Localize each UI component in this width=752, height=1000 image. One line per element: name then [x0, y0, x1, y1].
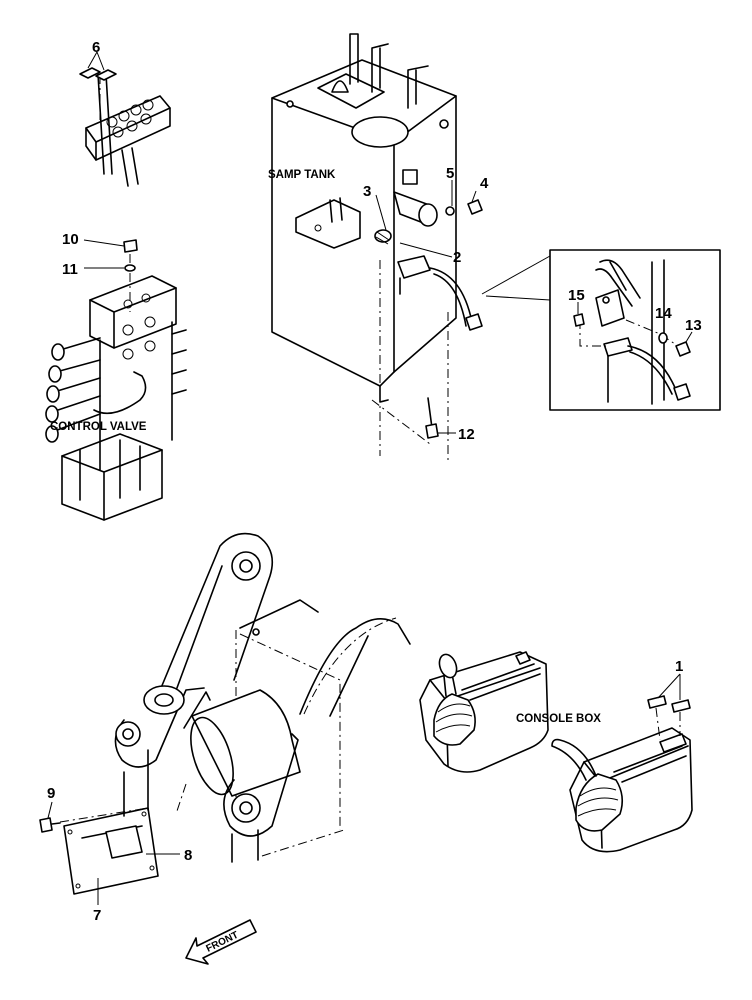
valve-cover-group	[79, 51, 171, 187]
console-box-right	[551, 695, 693, 853]
inset-detail-group	[481, 249, 721, 411]
callout-12: 12	[458, 426, 475, 443]
callout-6: 6	[92, 39, 100, 56]
samp-tank-group	[271, 33, 483, 460]
callout-8: 8	[184, 847, 192, 864]
callout-14: 14	[655, 305, 672, 322]
control-valve-label: CONTROL VALVE	[50, 421, 147, 433]
boom-assembly-group	[114, 532, 411, 863]
callout-3: 3	[363, 183, 371, 200]
samp-tank-label: SAMP TANK	[268, 169, 336, 181]
callout-1: 1	[675, 658, 683, 675]
callout-5: 5	[446, 165, 454, 182]
callout-2: 2	[453, 249, 461, 266]
callout-15: 15	[568, 287, 585, 304]
plate-group	[39, 807, 159, 895]
front-arrow	[185, 919, 257, 965]
console-box-left	[419, 651, 549, 773]
callout-7: 7	[93, 907, 101, 924]
callout-4: 4	[480, 175, 489, 192]
callout-13: 13	[685, 317, 702, 334]
control-valve-group	[45, 239, 187, 521]
console-box-label: CONSOLE BOX	[516, 713, 601, 725]
callout-11: 11	[62, 261, 78, 278]
callout-10: 10	[62, 231, 79, 248]
callout-9: 9	[47, 785, 55, 802]
